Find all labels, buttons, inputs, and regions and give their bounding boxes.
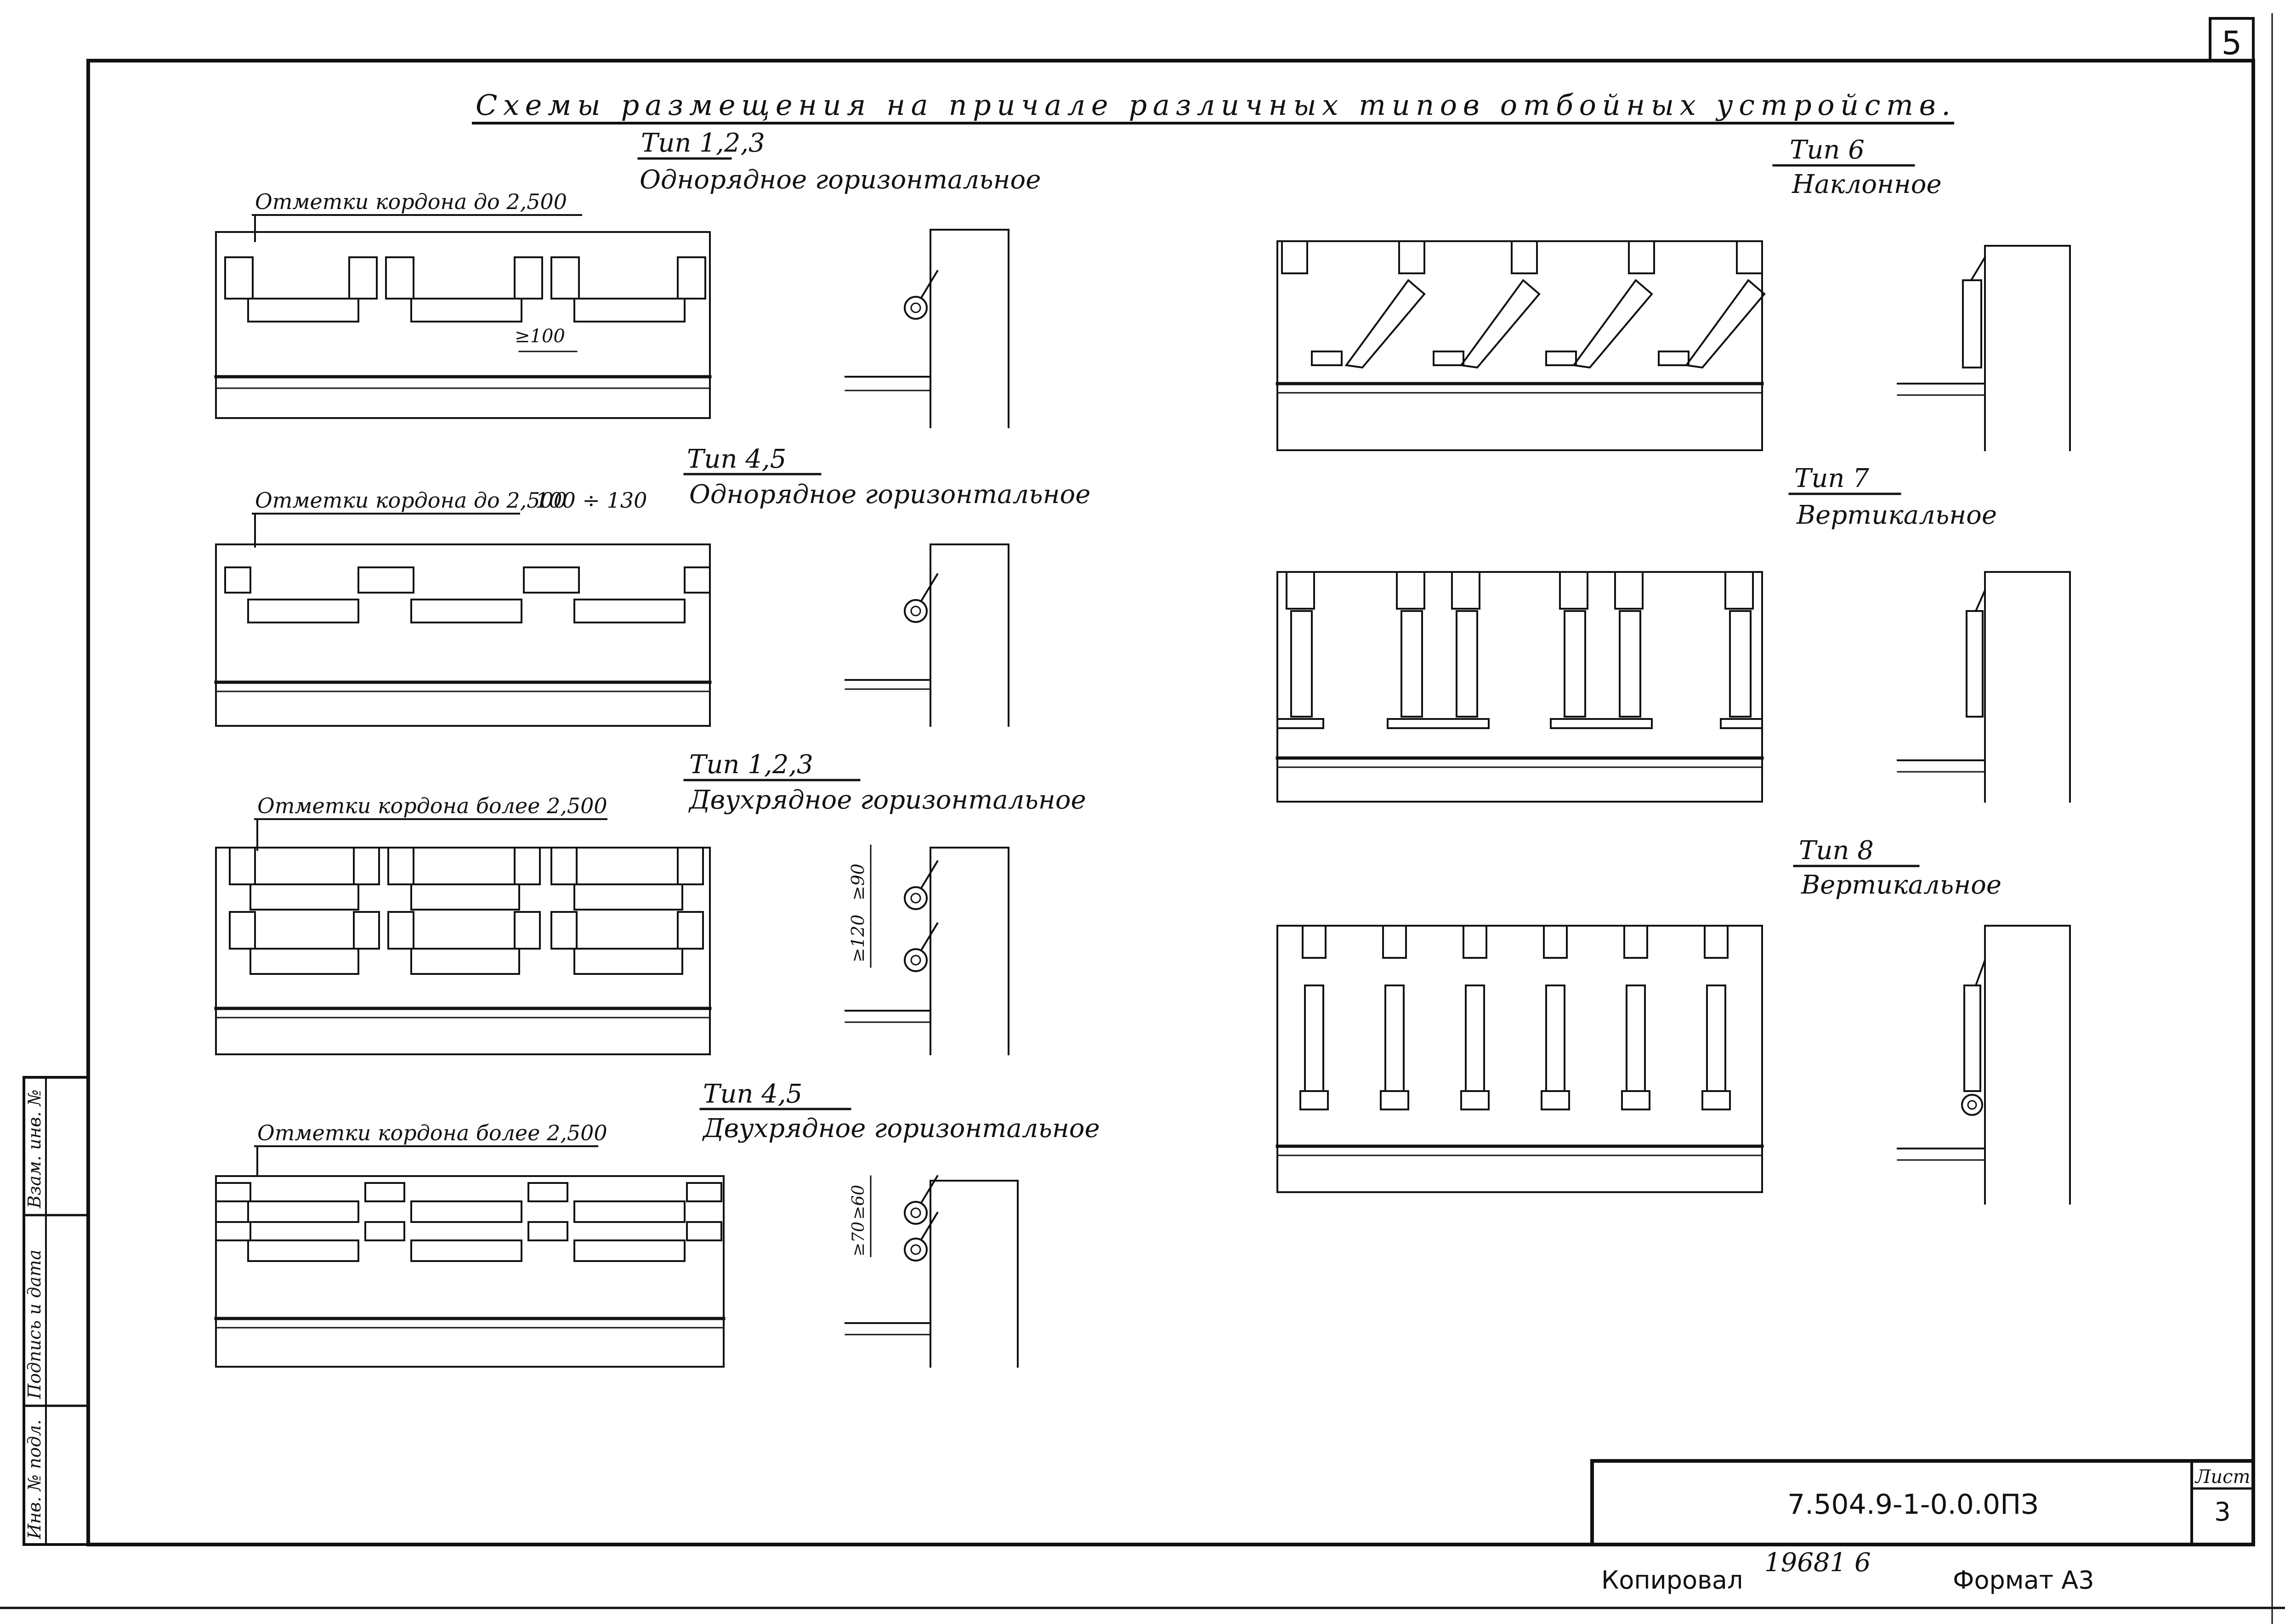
copy-number: 19681 6 [1764, 1548, 1871, 1578]
scheme-type-45-double: Тип 4,5 Двухрядное горизонтальное Отметк… [214, 1079, 1100, 1368]
footer: Копировал 19681 6 Формат А3 [1601, 1548, 2094, 1595]
dim-label: 100 ÷ 130 [535, 488, 647, 513]
scheme-note: Отметки кордона более 2,500 [257, 793, 607, 818]
doc-code: 7.504.9-1-0.0.0ПЗ [1787, 1488, 2039, 1521]
scheme-note: Отметки кордона до 2,500 [255, 189, 567, 214]
dim-label: ≥100 [515, 326, 565, 347]
scheme-type-label: Тип 7 [1794, 464, 1869, 493]
side-stamp-replace: Взам. инв. № [24, 1089, 45, 1209]
scheme-type-label: Тип 4,5 [703, 1079, 802, 1109]
scheme-type-45-single: Тип 4,5 Однорядное горизонтальное Отметк… [214, 444, 1090, 727]
scheme-type-label: Тип 6 [1790, 135, 1865, 165]
copied-label: Копировал [1601, 1566, 1743, 1595]
corner-number: 5 [2222, 24, 2242, 62]
sheet-number: 3 [2214, 1497, 2231, 1527]
scheme-note: Отметки кордона до 2,500 [255, 488, 567, 513]
scheme-name: Однорядное горизонтальное [640, 165, 1041, 195]
title-block: 7.504.9-1-0.0.0ПЗ Лист 3 [1590, 1459, 2255, 1546]
sheet-label: Лист [2194, 1466, 2250, 1488]
sheet-frame [0, 13, 2285, 1624]
scheme-name: Однорядное горизонтальное [689, 480, 1090, 509]
scheme-name: Наклонное [1792, 170, 1942, 199]
scheme-type-label: Тип 8 [1799, 836, 1874, 866]
side-stamp-inv: Инв. № подл. [24, 1420, 45, 1539]
dim-label: ≥60 [849, 1185, 868, 1220]
scheme-type-123-single: Тип 1,2,3 Однорядное горизонтальное Отме… [214, 128, 1041, 428]
scheme-type-123-double: Тип 1,2,3 Двухрядное горизонтальное Отме… [214, 750, 1086, 1055]
side-stamp: Инв. № подл. Подпись и дата Взам. инв. № [23, 1076, 90, 1546]
scheme-type-label: Тип 1,2,3 [641, 128, 765, 158]
scheme-name: Двухрядное горизонтальное [688, 785, 1086, 815]
scheme-type-7: Тип 7 Вертикальное [1276, 464, 2071, 803]
dim-label: ≥70 [849, 1222, 868, 1256]
dim-label: ≥120 [848, 915, 868, 962]
scheme-type-label: Тип 1,2,3 [689, 750, 813, 780]
scheme-note: Отметки кордона более 2,500 [257, 1120, 607, 1145]
scheme-name: Вертикальное [1796, 500, 1997, 530]
scheme-name: Вертикальное [1801, 870, 2002, 900]
scheme-type-8: Тип 8 Вертикальное [1276, 836, 2071, 1205]
format-label: Формат А3 [1953, 1566, 2094, 1595]
scheme-name: Двухрядное горизонтальное [702, 1114, 1100, 1143]
corner-number-box: 5 [2209, 17, 2255, 62]
side-stamp-sign: Подпись и дата [24, 1250, 45, 1399]
sheet-title: Схемы размещения на причале различных ти… [476, 88, 1950, 122]
scheme-type-label: Тип 4,5 [687, 444, 786, 474]
scheme-type-6: Тип 6 Наклонное [1276, 135, 2071, 451]
dim-label: ≥90 [848, 864, 868, 900]
